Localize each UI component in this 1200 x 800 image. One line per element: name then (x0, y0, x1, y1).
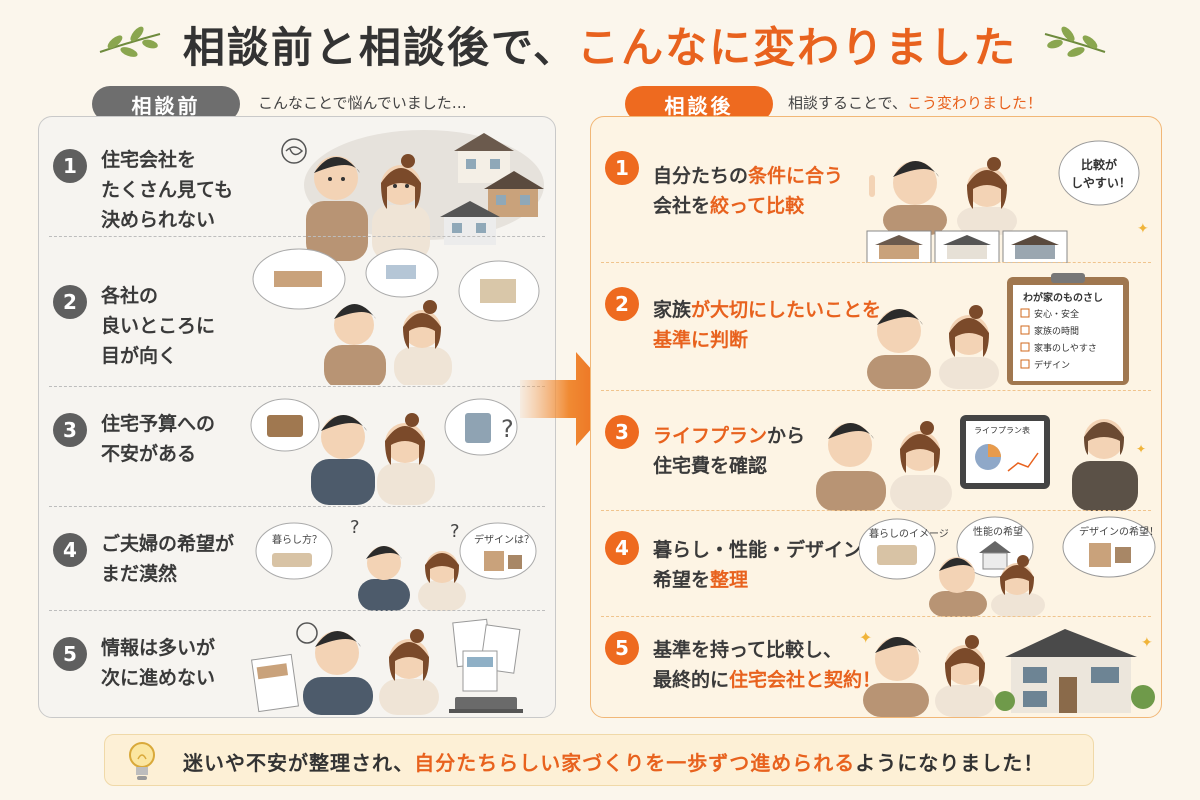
after-item-4: 4 暮らし・性能・デザインの 希望を整理 暮らしのイメージ 性能の希望 デザイン… (591, 511, 1161, 617)
summary-text: 迷いや不安が整理され、自分たちらしい家づくりを一歩ずつ進められるようになりました… (183, 751, 1045, 775)
before-item-3: 3 住宅予算への不安がある ? (39, 387, 555, 507)
sofa-icon (272, 553, 312, 567)
before-item-text: 情報は多いが次に進めない (101, 637, 216, 689)
after-item-text: 家族が大切にしたいことを 基準に判断 (653, 299, 882, 351)
vague-wishes-illustration: 暮らし方？ ? ? デザインは？ (255, 517, 537, 611)
after-item-3: 3 ライフプランから 住宅費を確認 ライフプラン表 ✦ (591, 391, 1161, 511)
brochure-icon (251, 653, 299, 713)
svg-text:家族の時間: 家族の時間 (1034, 325, 1079, 337)
step-number: 1 (53, 149, 87, 183)
step-number: 2 (605, 287, 639, 321)
after-panel: 1 自分たちの条件に合う 会社を絞って比較 比較が しやすい！ ✦ 2 (590, 116, 1162, 718)
wallet-icon (267, 415, 303, 437)
confused-couple-houses-illustration (281, 130, 544, 261)
svg-text:?: ? (501, 415, 514, 443)
after-item-text: 自分たちの条件に合う 会社を絞って比較 (653, 165, 844, 217)
thinking-couple-illustration (252, 248, 540, 385)
new-house-icon (1005, 629, 1137, 713)
worry-scribble-icon (281, 138, 307, 164)
after-subtitle: 相談することで、こう変わりました！ (788, 94, 1042, 112)
after-item-text: ライフプランから 住宅費を確認 (653, 425, 806, 477)
step-number: 5 (53, 637, 87, 671)
calculator-icon (465, 413, 491, 443)
svg-text:✦: ✦ (1136, 442, 1146, 456)
step-number: 3 (605, 415, 639, 449)
information-overload-illustration (251, 618, 523, 715)
house-icon (440, 201, 500, 245)
organized-wishes-illustration: 暮らしのイメージ 性能の希望 デザインの希望！ (859, 516, 1159, 617)
house-card-icon (866, 230, 932, 263)
svg-text:✦: ✦ (1141, 635, 1153, 651)
step-number: 3 (53, 413, 87, 447)
step-number: 1 (605, 151, 639, 185)
svg-text:わが家のものさし: わが家のものさし (1023, 291, 1103, 304)
house-icon (979, 541, 1011, 553)
material-sample-icon (1089, 543, 1111, 567)
family-values-illustration: わが家のものさし 安心・安全 家族の時間 家事のしやすさ デザイン (867, 273, 1129, 389)
before-panel: 1 住宅会社をたくさん見ても決められない (38, 116, 556, 718)
tree-icon (1131, 685, 1155, 709)
step-number: 4 (605, 531, 639, 565)
family-sofa-icon (877, 545, 917, 565)
before-item-5: 5 情報は多いが次に進めない (39, 611, 555, 717)
summary-banner: 迷いや不安が整理され、自分たちらしい家づくりを一歩ずつ進められるようになりました… (104, 734, 1094, 786)
step-number: 4 (53, 533, 87, 567)
leaf-ornament-left-icon (99, 26, 161, 57)
svg-text:✦: ✦ (1137, 221, 1149, 237)
svg-text:安心・安全: 安心・安全 (1034, 308, 1079, 320)
house-card-icon (1002, 230, 1068, 263)
laptop-icon (455, 697, 517, 711)
after-item-text: 暮らし・性能・デザインの 希望を整理 (653, 539, 882, 591)
lightbulb-icon (129, 742, 155, 780)
budget-worry-illustration: ? (250, 398, 518, 505)
contract-couple-new-house-illustration: ✦ ✦ (859, 628, 1155, 717)
svg-text:暮らしのイメージ: 暮らしのイメージ (869, 527, 949, 540)
clipboard-icon (1007, 273, 1129, 385)
before-item-1: 1 住宅会社をたくさん見ても決められない (39, 117, 555, 261)
before-item-text: 各社の良いところに目が向く (101, 285, 216, 367)
svg-text:?: ? (350, 517, 360, 538)
page-title: 相談前と相談後で、こんなに変わりました (182, 23, 1018, 72)
tree-icon (995, 691, 1015, 711)
svg-text:比較が: 比較が (1081, 157, 1117, 172)
before-item-text: 住宅会社をたくさん見ても決められない (101, 149, 234, 231)
house-card-icon (934, 230, 1000, 263)
svg-text:ライフプラン表: ライフプラン表 (974, 425, 1030, 435)
after-item-2: 2 家族が大切にしたいことを 基準に判断 わが家のものさし 安心・安全 家族の時… (591, 263, 1161, 391)
leaf-ornament-right-icon (1044, 26, 1106, 57)
worry-scribble-icon (296, 622, 318, 644)
svg-text:しやすい！: しやすい！ (1071, 176, 1131, 190)
house-icon (454, 133, 514, 183)
kitchen-icon (274, 271, 322, 287)
svg-text:家事のしやすさ: 家事のしやすさ (1034, 342, 1097, 354)
svg-text:✦: ✦ (859, 628, 872, 647)
before-subtitle: こんなことで悩んでいました… (258, 94, 467, 112)
lifeplan-consultation-illustration: ライフプラン表 ✦ (816, 415, 1146, 511)
svg-text:暮らし方？: 暮らし方？ (272, 533, 322, 546)
material-sample-icon (484, 551, 504, 571)
after-item-1: 1 自分たちの条件に合う 会社を絞って比較 比較が しやすい！ ✦ (591, 117, 1161, 263)
bath-icon (386, 265, 416, 279)
before-item-text: ご夫婦の希望がまだ漠然 (101, 533, 235, 585)
before-item-2: 2 各社の良いところに目が向く (39, 237, 555, 387)
living-room-icon (480, 279, 516, 303)
svg-text:デザインは？: デザインは？ (474, 533, 534, 546)
after-item-text: 基準を持って比較し、 最終的に住宅会社と契約！ (653, 639, 882, 691)
svg-text:デザイン: デザイン (1034, 359, 1070, 371)
house-icon (484, 171, 544, 217)
before-item-text: 住宅予算への不安がある (101, 413, 216, 465)
step-number: 5 (605, 631, 639, 665)
svg-text:?: ? (450, 521, 460, 542)
svg-text:性能の希望: 性能の希望 (973, 525, 1023, 538)
svg-text:デザインの希望！: デザインの希望！ (1079, 525, 1159, 538)
before-item-4: 4 ご夫婦の希望がまだ漠然 暮らし方？ ? ? デザインは？ (39, 507, 555, 611)
after-item-5: 5 基準を持って比較し、 最終的に住宅会社と契約！ ✦ ✦ (591, 617, 1161, 719)
step-number: 2 (53, 285, 87, 319)
comparing-couple-illustration: 比較が しやすい！ ✦ (866, 140, 1149, 263)
